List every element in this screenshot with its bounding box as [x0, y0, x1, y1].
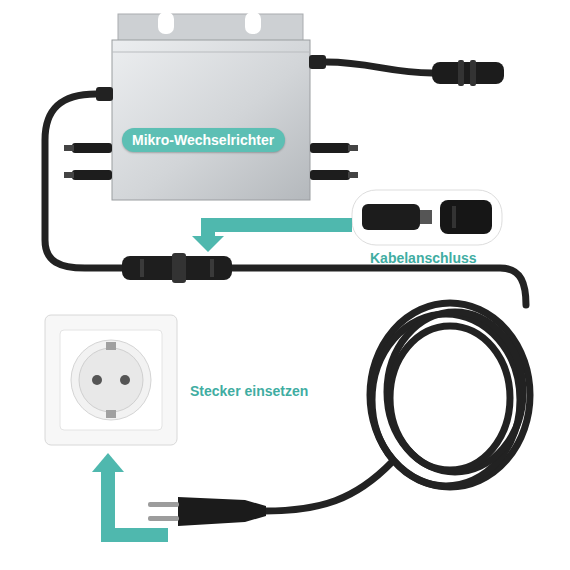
pointer-arrow [192, 225, 352, 252]
ac-connector [432, 60, 504, 86]
inverter-housing [112, 40, 310, 200]
wall-socket [45, 315, 177, 445]
connector-callout [352, 190, 502, 245]
ac-cable [45, 62, 530, 511]
label-pill: Mikro-Wechselrichter [122, 128, 285, 152]
cable-joint [122, 253, 232, 283]
pointer-arrow [92, 453, 168, 535]
caption-label: Stecker einsetzen [190, 383, 308, 399]
caption-label: Kabelanschluss [370, 250, 477, 266]
schuko-plug [148, 497, 266, 526]
housing-edge [112, 52, 310, 53]
label-text: Mikro-Wechselrichter [132, 132, 275, 148]
